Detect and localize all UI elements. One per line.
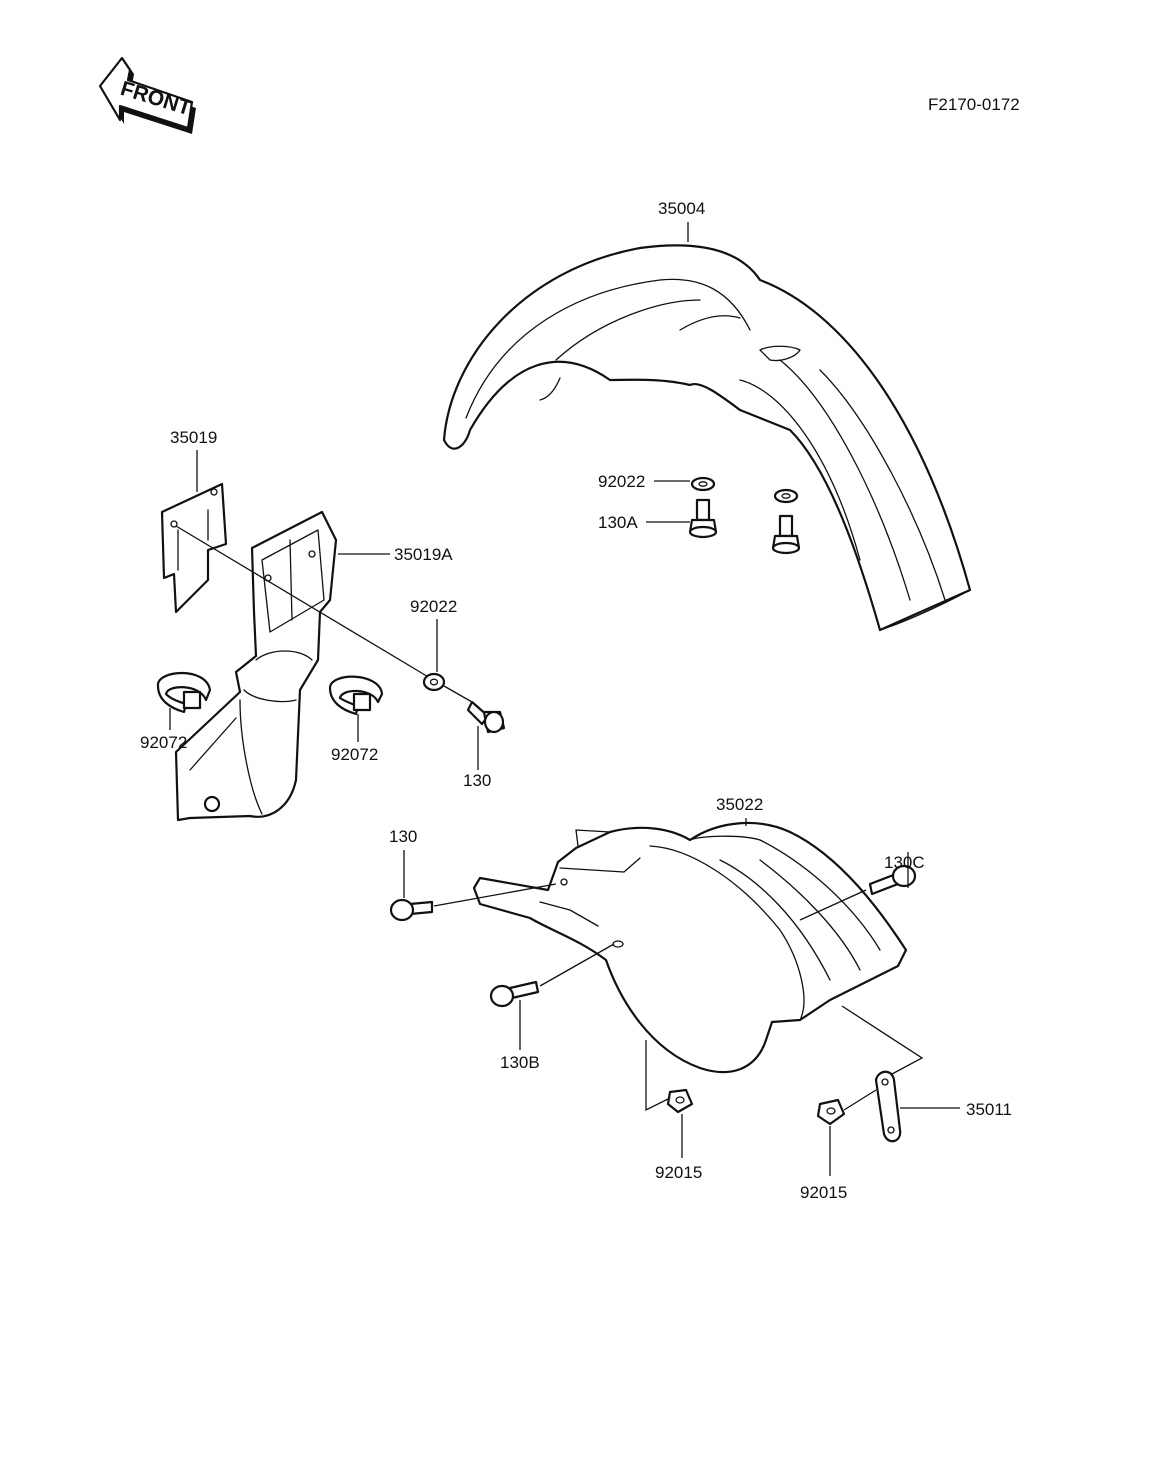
washer-92022-front-b (773, 488, 799, 504)
callout-92015-right: 92015 (800, 1183, 847, 1202)
callout-130A: 130A (598, 513, 638, 532)
clamp-92072-left (156, 671, 212, 714)
callout-92072-right: 92072 (331, 745, 378, 764)
callout-35022: 35022 (716, 795, 763, 814)
nut-92015-left (666, 1088, 694, 1114)
callout-35011: 35011 (966, 1100, 1012, 1119)
callout-35019A: 35019A (394, 545, 453, 564)
callout-92072-left: 92072 (140, 733, 187, 752)
clamp-92072-right (328, 675, 384, 716)
washer-92022-front-a (690, 476, 716, 492)
callout-92022-front: 92022 (598, 472, 645, 491)
front-arrow-icon: FRONT (98, 56, 196, 134)
drawing-number: F2170-0172 (928, 95, 1020, 114)
callout-130-left: 130 (463, 771, 491, 790)
bolt-130B (489, 980, 540, 1008)
callout-130B: 130B (500, 1053, 540, 1072)
bolt-130C (868, 864, 917, 896)
bolt-130-left (466, 700, 506, 734)
callout-35019: 35019 (170, 428, 217, 447)
bracket-35011 (874, 1070, 902, 1143)
callout-130C: 130C (884, 853, 925, 872)
front-fender (442, 244, 972, 632)
rear-fender-35022 (472, 821, 908, 1074)
bolt-130A-a (688, 498, 718, 539)
washer-92022-left (422, 672, 446, 692)
nut-92015-right (816, 1098, 846, 1126)
callout-35004: 35004 (658, 199, 705, 218)
callout-130-rear: 130 (389, 827, 417, 846)
bolt-130A-b (771, 514, 801, 555)
callout-92022-left: 92022 (410, 597, 457, 616)
fork-guard-35019A (174, 510, 338, 822)
callout-92015-left: 92015 (655, 1163, 702, 1182)
plate-35019 (160, 482, 228, 614)
bolt-130-rear (389, 898, 434, 922)
